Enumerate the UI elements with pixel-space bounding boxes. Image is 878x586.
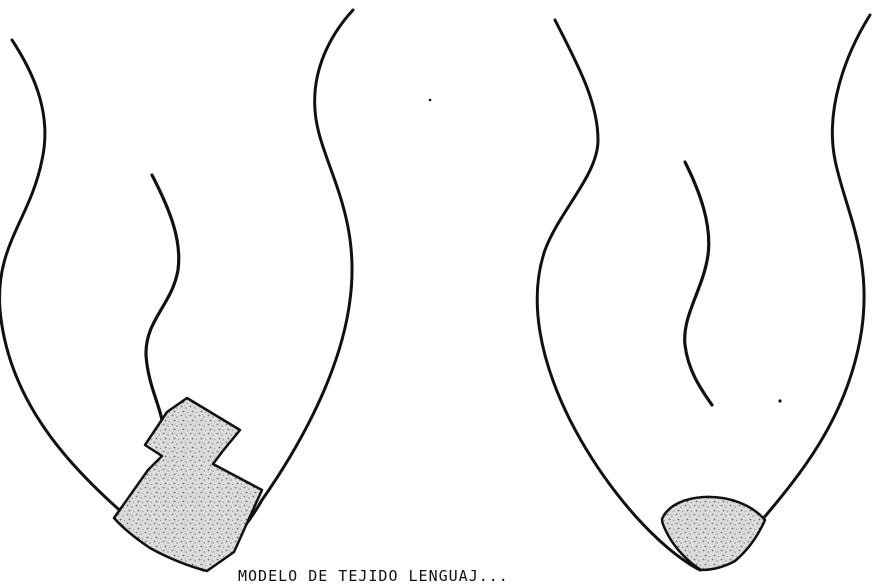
- stray-dot: [778, 399, 781, 402]
- right-outline: [537, 15, 870, 570]
- right-specimen: [537, 15, 870, 570]
- left-cross-lesion: [114, 398, 262, 571]
- left-inner-line: [146, 175, 179, 425]
- stray-dot: [429, 99, 432, 102]
- right-round-lesion: [662, 497, 765, 570]
- figure-caption: MODELO DE TEJIDO LENGUAJ...: [238, 566, 638, 586]
- right-inner-line: [685, 162, 712, 405]
- left-specimen: [0, 10, 353, 571]
